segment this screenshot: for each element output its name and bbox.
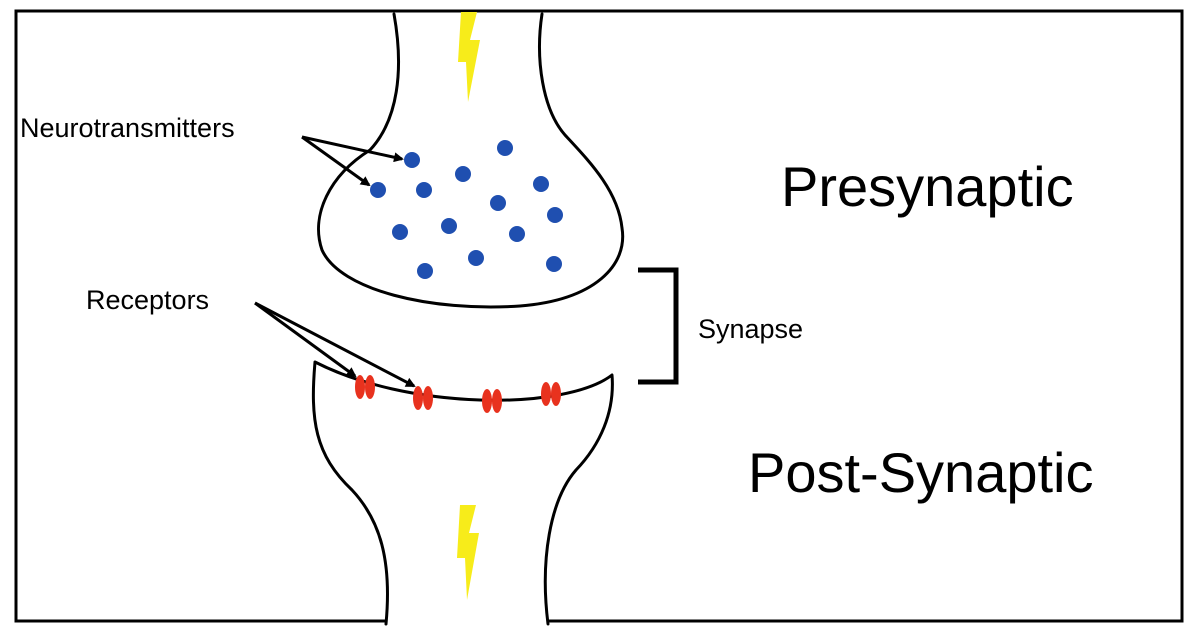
receptor-group [355,375,561,413]
neurotransmitter-dot [392,224,408,240]
postsynaptic-label: Post-Synaptic [748,441,1094,504]
lightning-bolt-icon [457,505,479,600]
neurotransmitter-dot [468,250,484,266]
neurotransmitter-dot [404,152,420,168]
postsynaptic-terminal [311,360,614,626]
neurotransmitter-dot [416,182,432,198]
neurotransmitter-dot [417,263,433,279]
neurotransmitter-dot [546,256,562,272]
diagram-frame [14,9,1184,623]
receptor [482,389,502,413]
neurotransmitter-dot [547,207,563,223]
neurotransmitter-dot [370,182,386,198]
receptor-arrow [254,301,357,378]
neurotransmitter-dot [533,176,549,192]
neurotransmitter-dot [490,195,506,211]
neurotransmitter-dot [509,226,525,242]
neurotransmitters-label: Neurotransmitters [20,113,235,143]
neurotransmitter-dot [441,218,457,234]
synapse-label: Synapse [698,314,803,344]
neurotransmitter-dot [497,140,513,156]
presynaptic-label: Presynaptic [781,155,1074,218]
lightning-bolt-icon [458,12,480,102]
neurotransmitter-arrow [301,135,371,187]
receptor [355,375,375,399]
neurotransmitter-arrow [301,135,404,163]
receptor [541,382,561,406]
receptors-label: Receptors [86,285,209,315]
receptor-arrow [254,301,416,388]
synapse-bracket [638,267,679,385]
neurotransmitter-group [370,140,563,279]
neurotransmitter-dot [455,166,471,182]
receptor [413,386,433,410]
